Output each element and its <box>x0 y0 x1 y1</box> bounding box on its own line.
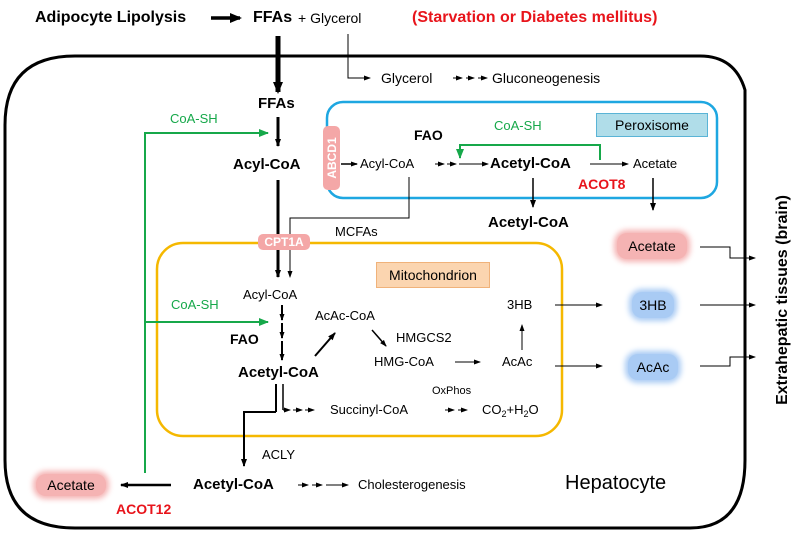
mito-acyl-coa-label: Acyl-CoA <box>243 287 298 302</box>
acot8-label: ACOT8 <box>578 176 626 192</box>
hmg-coa-label: HMG-CoA <box>374 354 434 369</box>
acac-coa-label: AcAc-CoA <box>315 308 375 323</box>
ffas-header-label: FFAs <box>253 9 293 26</box>
coa-sh-top-label: CoA-SH <box>170 111 218 126</box>
mito-3hb-label: 3HB <box>507 297 533 312</box>
cpt1a-transporter: CPT1A <box>258 234 310 250</box>
peroxisome-fao-label: FAO <box>414 127 443 143</box>
mito-coa-sh-label: CoA-SH <box>171 297 219 312</box>
output-acac-box: AcAc <box>628 354 678 380</box>
succinyl-coa-label: Succinyl-CoA <box>330 402 409 417</box>
condition-label: (Starvation or Diabetes mellitus) <box>412 9 658 26</box>
h2o-subscript: 2 <box>523 409 529 419</box>
co2-h2o-label: CO2+H2O <box>482 403 539 419</box>
mcfas-label: MCFAs <box>335 224 378 239</box>
hmgcs2-label: HMGCS2 <box>396 330 452 345</box>
gluconeogenesis-label: Gluconeogenesis <box>492 70 601 86</box>
mitochondrion-label: Mitochondrion <box>376 262 490 288</box>
acyl-coa-label: Acyl-CoA <box>233 156 301 173</box>
mitochondrion-membrane <box>155 241 564 438</box>
mito-acac-label: AcAc <box>502 354 533 369</box>
exported-acetyl-coa-label: Acetyl-CoA <box>488 214 569 231</box>
acetate-left-box: Acetate <box>36 474 106 496</box>
peroxisome-acetyl-coa-label: Acetyl-CoA <box>490 155 571 172</box>
co2-text: CO <box>482 402 502 417</box>
acot12-label: ACOT12 <box>116 501 172 517</box>
acly-label: ACLY <box>262 447 295 462</box>
peroxisome-label: Peroxisome <box>596 113 708 137</box>
adipocyte-lipolysis-label: Adipocyte Lipolysis <box>35 9 187 26</box>
oxphos-label: OxPhos <box>432 385 472 397</box>
peroxisome-acyl-coa-label: Acyl-CoA <box>360 156 415 171</box>
plus-h-text: +H <box>506 402 524 417</box>
abcd1-label: ABCD1 <box>324 137 339 179</box>
glycerol-label: Glycerol <box>381 70 433 86</box>
co2-subscript: 2 <box>501 409 507 419</box>
o-text: O <box>528 402 539 417</box>
cytosol-acetyl-coa-label: Acetyl-CoA <box>193 476 274 493</box>
cholesterogenesis-label: Cholesterogenesis <box>358 477 466 492</box>
output-acetate-box: Acetate <box>617 233 687 259</box>
hepatocyte-label: Hepatocyte <box>565 472 667 494</box>
extrahepatic-tissues-label: Extrahepatic tissues (brain) <box>774 195 791 405</box>
mito-acetyl-coa-label: Acetyl-CoA <box>238 364 319 381</box>
peroxisome-coa-sh-label: CoA-SH <box>494 118 542 133</box>
glycerol-header-label: + Glycerol <box>298 10 362 26</box>
ffas-label: FFAs <box>258 95 295 112</box>
abcd1-transporter: ABCD1 <box>323 126 340 190</box>
mito-fao-label: FAO <box>230 331 259 347</box>
output-3hb-box: 3HB <box>632 292 674 318</box>
hepatocyte-membrane <box>3 54 747 530</box>
peroxisome-acetate-label: Acetate <box>633 156 678 171</box>
